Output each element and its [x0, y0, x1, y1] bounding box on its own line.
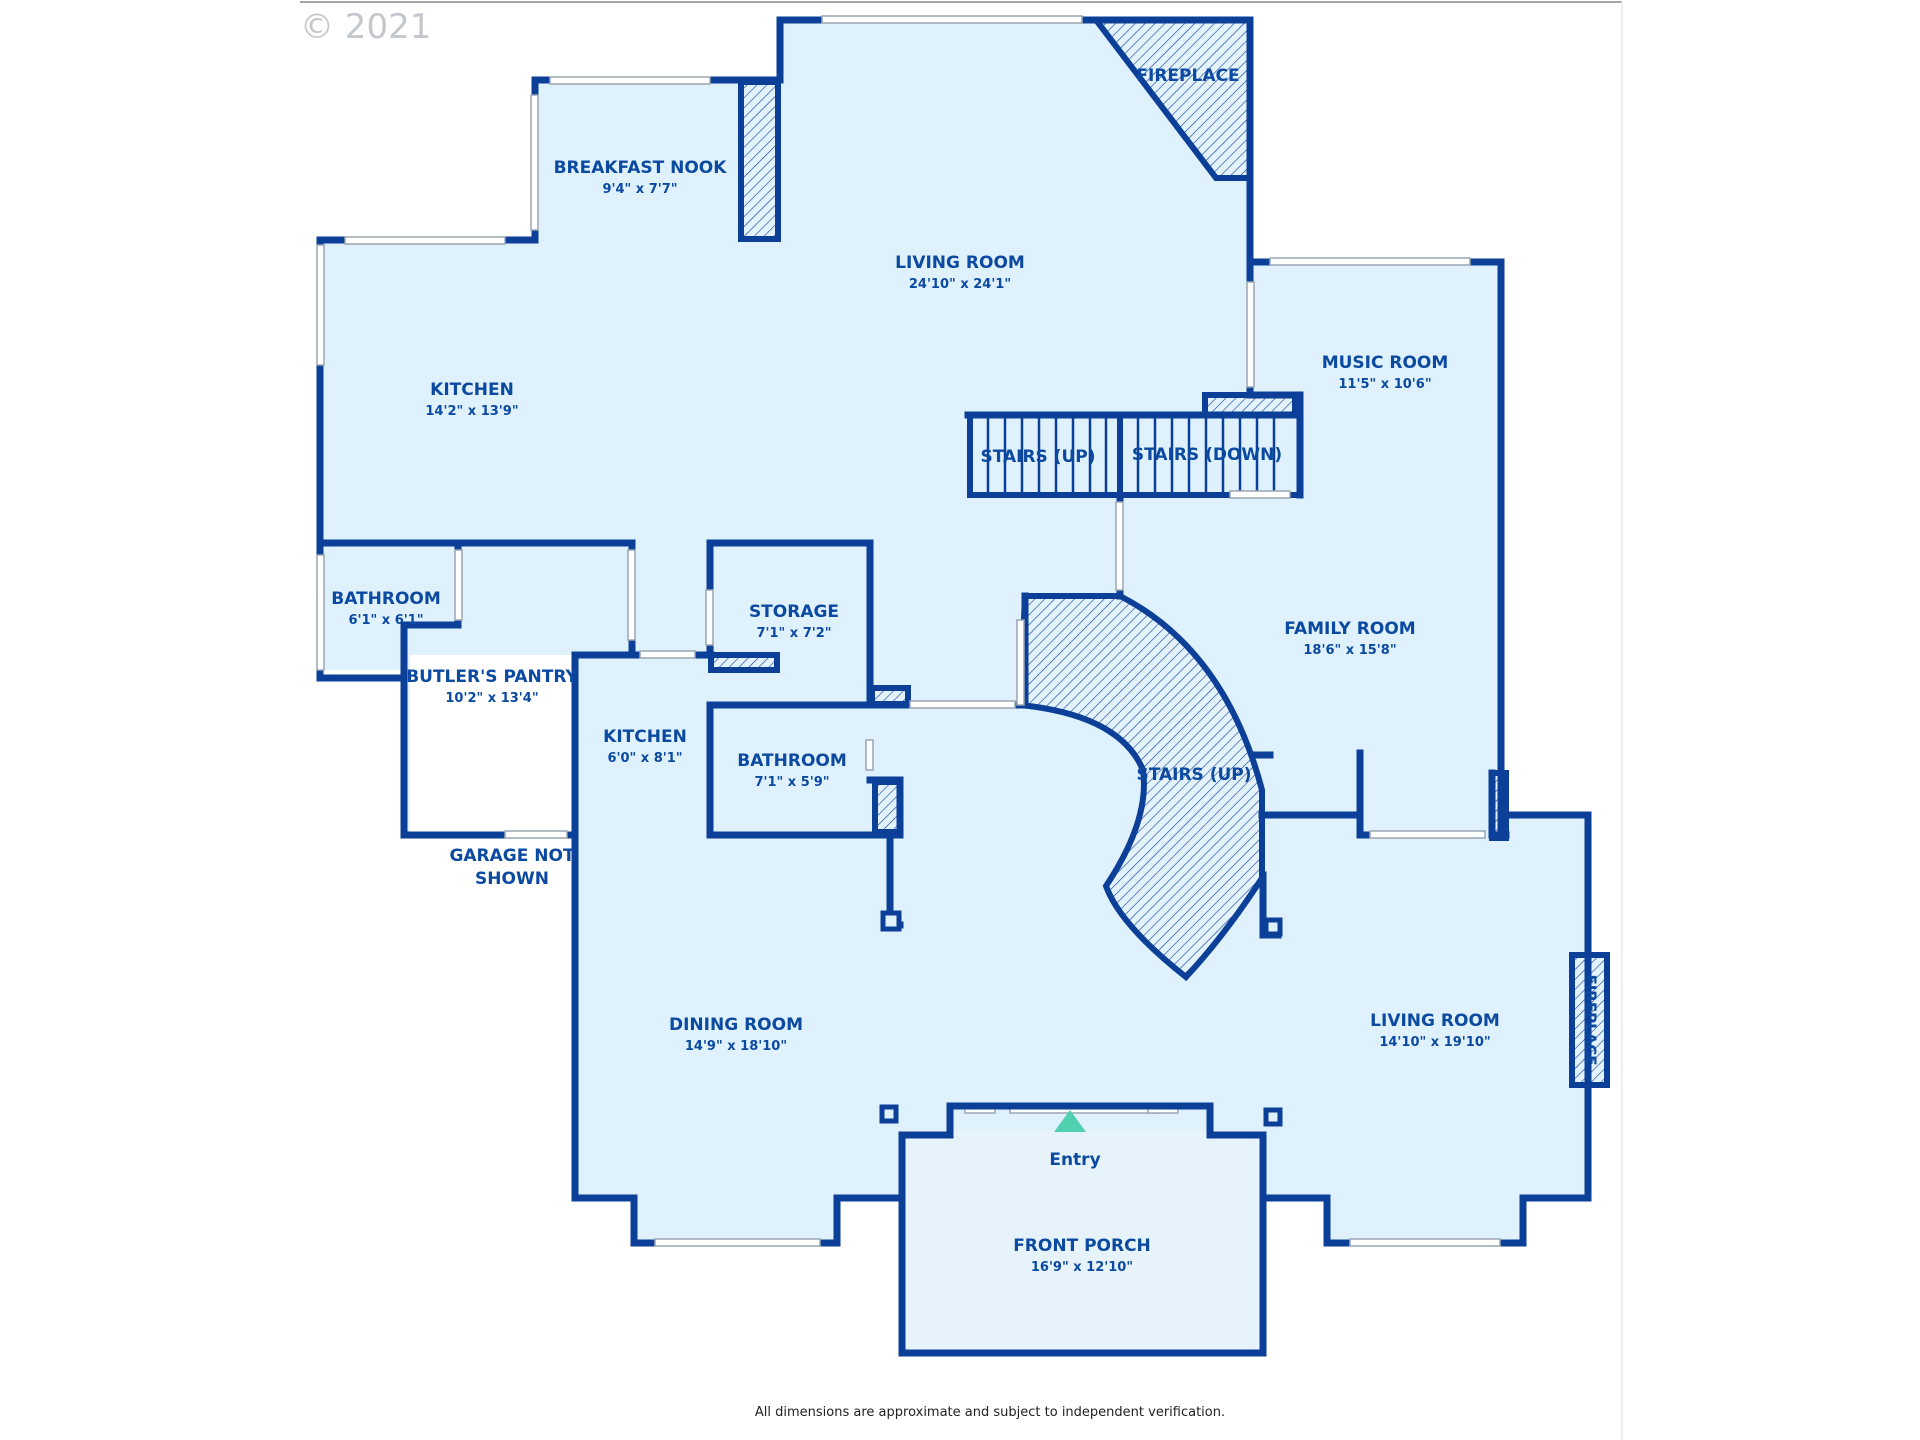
straight-stairs	[967, 412, 1303, 498]
kitchen-main-dims: 14'2" x 13'9"	[425, 404, 518, 419]
living-room-upper-dims: 24'10" x 24'1"	[909, 277, 1011, 292]
kitchen-main-name: KITCHEN	[430, 380, 514, 400]
breakfast-nook-name: BREAKFAST NOOK	[554, 158, 728, 178]
butlers-pantry-name: BUTLER'S PANTRY	[406, 667, 578, 687]
posts	[879, 910, 1283, 1127]
music-room-name: MUSIC ROOM	[1322, 353, 1449, 373]
front-porch-area	[902, 1130, 1263, 1353]
fireplace-side-label: FIREPLACE	[1582, 974, 1600, 1065]
copyright-text: © 2021	[300, 7, 431, 47]
bathroom-left-dims: 6'1" x 6'1"	[348, 613, 423, 628]
front-porch-name: FRONT PORCH	[1013, 1236, 1151, 1256]
garage-note-line1: GARAGE NOT	[449, 846, 575, 866]
kitchen-small-name: KITCHEN	[603, 727, 687, 747]
pillar-center	[872, 779, 903, 835]
garage-note-line2: SHOWN	[475, 869, 549, 889]
fireplace-label: FIREPLACE	[1136, 66, 1239, 86]
family-room-name: FAMILY ROOM	[1284, 619, 1415, 639]
bathroom-left-name: BATHROOM	[331, 589, 441, 609]
bathroom-center-name: BATHROOM	[737, 751, 847, 771]
stairs-up-curved-label: STAIRS (UP)	[1136, 765, 1251, 785]
entry-arrow-icon	[1054, 1110, 1086, 1132]
butlers-pantry-dims: 10'2" x 13'4"	[445, 691, 538, 706]
storage-dims: 7'1" x 7'2"	[756, 626, 831, 641]
chimney-column	[738, 79, 781, 242]
dining-room-name: DINING ROOM	[669, 1015, 803, 1035]
entry-label: Entry	[1049, 1150, 1100, 1170]
living-room-lower-name: LIVING ROOM	[1370, 1011, 1500, 1031]
stairs-down-label: STAIRS (DOWN)	[1132, 445, 1282, 465]
family-room-dims: 18'6" x 15'8"	[1303, 643, 1396, 658]
kitchen-small-dims: 6'0" x 8'1"	[607, 751, 682, 766]
curved-stairs	[1016, 593, 1265, 982]
living-room-lower-dims: 14'10" x 19'10"	[1379, 1035, 1490, 1050]
dining-room-dims: 14'9" x 18'10"	[685, 1039, 787, 1054]
living-room-upper-name: LIVING ROOM	[895, 253, 1025, 273]
disclaimer-text: All dimensions are approximate and subje…	[755, 1405, 1225, 1420]
bathroom-center-dims: 7'1" x 5'9"	[754, 775, 829, 790]
storage-name: STORAGE	[749, 602, 839, 622]
music-room-dims: 11'5" x 10'6"	[1338, 377, 1431, 392]
stairs-up-small-label: STAIRS (UP)	[980, 447, 1095, 467]
storage-ledge	[708, 652, 780, 673]
breakfast-nook-dims: 9'4" x 7'7"	[602, 182, 677, 197]
front-porch-dims: 16'9" x 12'10"	[1031, 1260, 1133, 1275]
